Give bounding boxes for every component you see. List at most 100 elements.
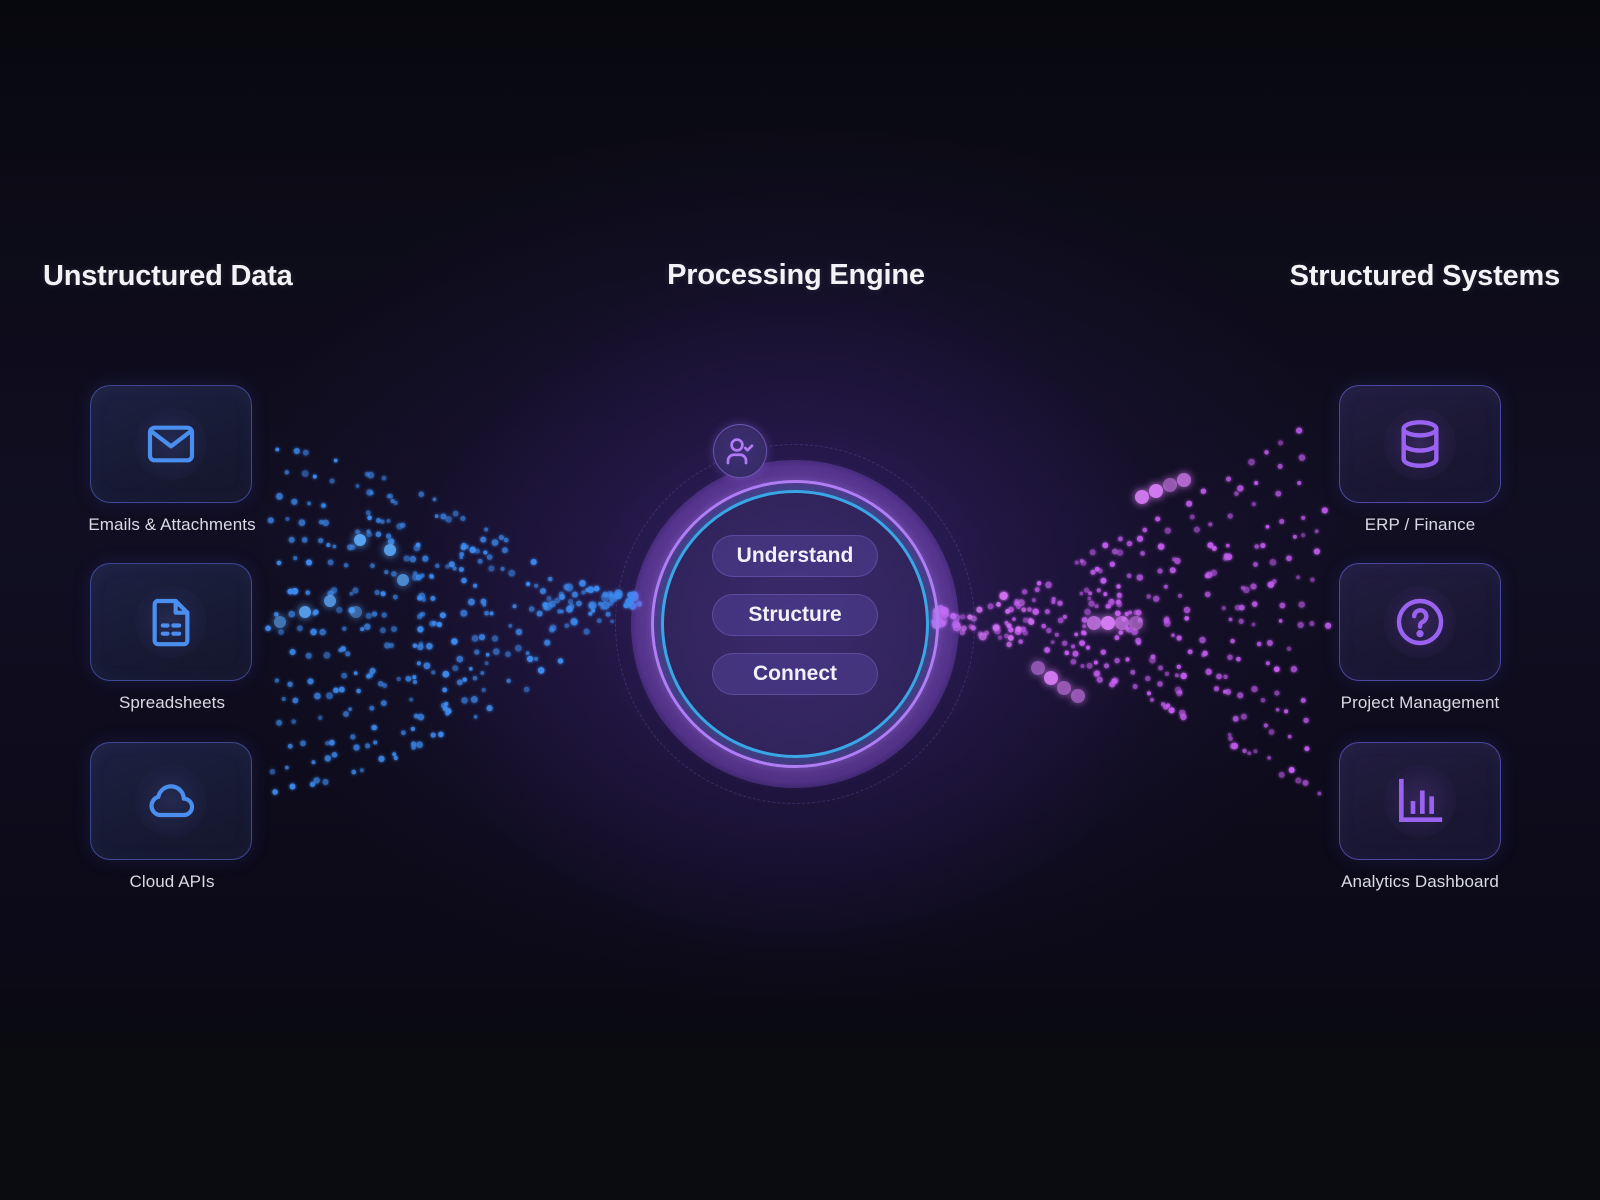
flow-particle (610, 619, 615, 624)
flow-particle (1238, 618, 1244, 624)
flow-particle (1102, 542, 1109, 549)
flow-particle (311, 760, 316, 765)
flow-particle (1232, 715, 1239, 722)
flow-particle (1254, 481, 1259, 485)
flow-particle (1080, 664, 1085, 669)
flow-particle (1136, 535, 1144, 542)
flow-particle (305, 590, 311, 595)
flow-particle (1074, 560, 1079, 565)
flow-particle (515, 644, 522, 652)
source-card-emails[interactable] (90, 385, 252, 503)
flow-particle (469, 667, 473, 671)
flow-particle (417, 614, 423, 620)
flow-particle (1240, 585, 1245, 590)
step-connect[interactable]: Connect (712, 653, 878, 695)
flow-particle (461, 697, 468, 704)
flow-particle (1287, 734, 1292, 739)
flow-particle (436, 621, 443, 628)
flow-particle (1096, 588, 1101, 593)
flow-particle (493, 648, 500, 655)
flow-particle (1031, 598, 1036, 603)
source-card-cloud-apis[interactable] (90, 742, 252, 860)
flow-particle (1116, 593, 1123, 599)
destination-card-project-management[interactable] (1339, 563, 1501, 681)
flow-particle (474, 649, 480, 655)
flow-particle (543, 602, 552, 611)
flow-particle (1268, 729, 1275, 735)
flow-particle (1297, 621, 1304, 629)
flow-particle (364, 471, 370, 477)
flow-particle (318, 519, 324, 525)
flow-particle (353, 671, 358, 675)
flow-particle (1177, 593, 1183, 598)
flow-particle (459, 555, 464, 560)
flow-particle (1298, 454, 1306, 461)
flow-particle (391, 626, 397, 632)
flow-particle (387, 538, 395, 545)
flow-particle (1278, 440, 1283, 446)
flow-particle (300, 740, 306, 747)
flow-particle (1128, 610, 1133, 615)
flow-particle (1094, 670, 1101, 677)
destination-card-erp-finance[interactable] (1339, 385, 1501, 503)
flow-particle (468, 598, 475, 606)
flow-particle (302, 449, 309, 456)
flow-particle (1022, 617, 1029, 623)
flow-particle (332, 544, 337, 549)
flow-particle (602, 591, 609, 598)
flow-particle (997, 635, 1003, 640)
flow-particle (310, 628, 317, 636)
flow-particle (1260, 543, 1266, 549)
flow-particle (1178, 690, 1183, 695)
source-card-spreadsheets[interactable] (90, 563, 252, 681)
flow-particle (1292, 534, 1297, 539)
step-structure[interactable]: Structure (712, 594, 878, 636)
flow-particle (287, 743, 293, 749)
flow-particle (1168, 707, 1175, 714)
flow-particle (1130, 669, 1136, 675)
flow-particle (284, 470, 289, 475)
flow-particle (1057, 681, 1071, 695)
flow-particle (445, 708, 452, 715)
flow-particle (1022, 630, 1028, 636)
flow-particle (434, 514, 439, 518)
flow-particle (412, 643, 418, 648)
flow-particle (276, 493, 283, 500)
user-check-badge[interactable] (713, 424, 767, 478)
flow-particle (579, 580, 586, 587)
flow-particle (1090, 569, 1096, 575)
flow-particle (1278, 771, 1285, 778)
flow-particle (1057, 600, 1063, 606)
flow-particle (1286, 555, 1292, 562)
flow-particle (1264, 450, 1269, 455)
flow-particle (323, 651, 331, 659)
flow-particle (489, 611, 494, 616)
flow-particle (459, 552, 465, 557)
step-understand[interactable]: Understand (712, 535, 878, 577)
engine-outer-ring (651, 480, 939, 768)
flow-particle (1225, 543, 1230, 548)
flow-particle (1298, 601, 1305, 608)
destination-card-analytics-dashboard[interactable] (1339, 742, 1501, 860)
flow-particle (417, 713, 425, 721)
flow-particle (484, 661, 489, 666)
flow-particle (460, 609, 468, 617)
flow-particle (397, 574, 409, 586)
flow-particle (275, 447, 280, 452)
flow-particle (528, 606, 535, 612)
flow-particle (500, 566, 505, 571)
flow-particle (460, 544, 467, 551)
flow-particle (1089, 549, 1096, 556)
help-circle-icon (1396, 598, 1444, 646)
flow-particle (293, 556, 298, 561)
flow-particle (1118, 630, 1124, 635)
flow-particle (289, 783, 296, 790)
flow-particle (515, 628, 523, 636)
flow-particle (1163, 584, 1168, 589)
flow-particle (1290, 666, 1298, 673)
flow-particle (1325, 622, 1332, 629)
flow-particle (1160, 702, 1166, 707)
flow-particle (338, 686, 345, 693)
flow-particle (369, 491, 374, 495)
flow-particle (1007, 623, 1012, 628)
